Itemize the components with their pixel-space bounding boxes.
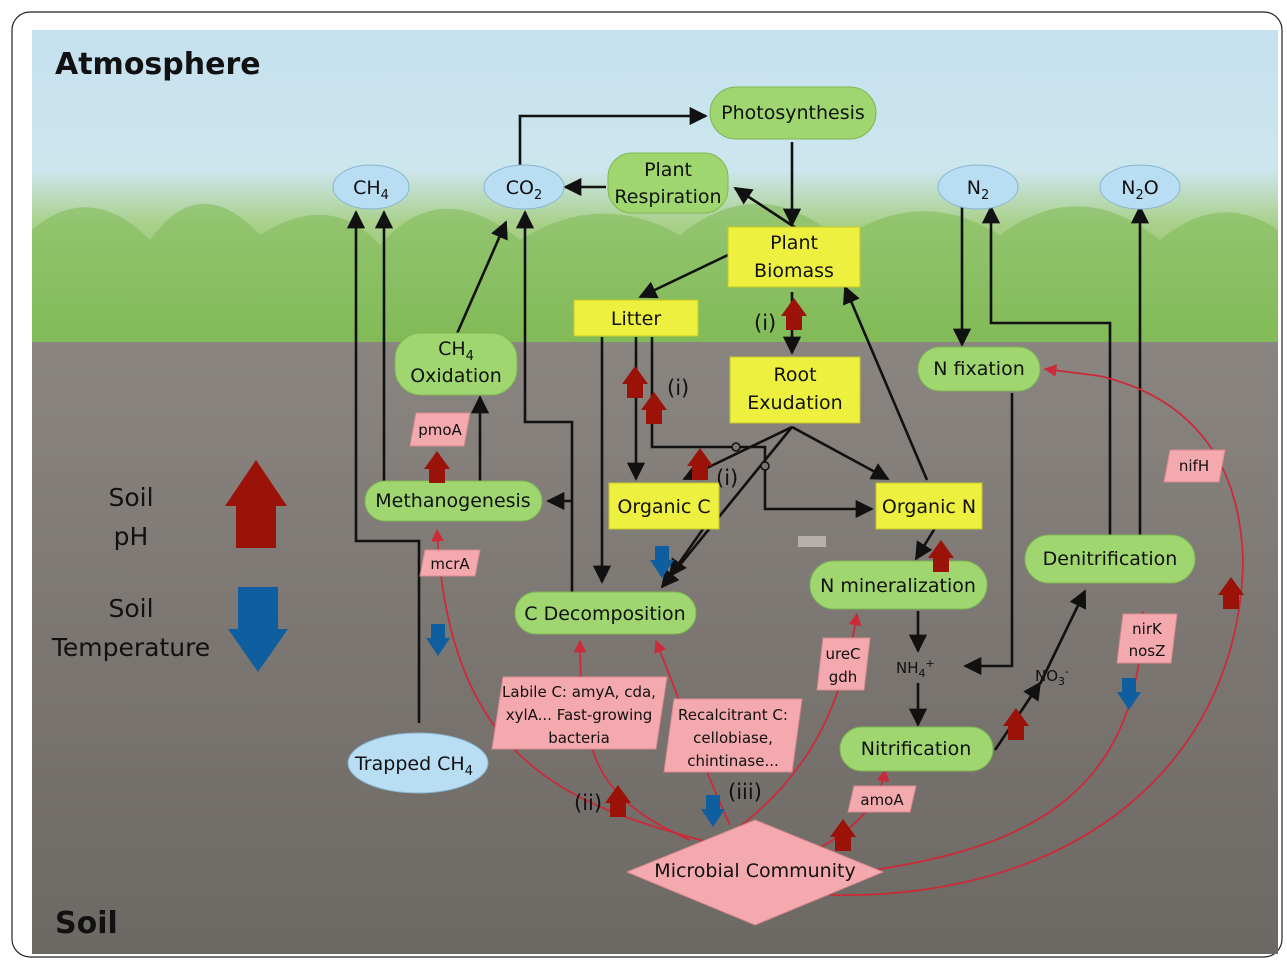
svg-text:Trapped CH4: Trapped CH4 — [354, 753, 473, 779]
svg-text:cellobiase,: cellobiase, — [693, 729, 773, 747]
soil-speck — [798, 536, 826, 547]
legend-temp-label-line2: Temperature — [51, 633, 210, 662]
svg-text:bacteria: bacteria — [548, 729, 610, 747]
svg-text:amoA: amoA — [860, 791, 904, 809]
urec-gdh-gene-label: ureC gdh — [816, 637, 871, 691]
svg-text:CO2: CO2 — [506, 177, 543, 203]
n2-gas: N2 — [937, 164, 1019, 210]
legend-ph-label-line2: pH — [114, 522, 149, 551]
organic-n-pool: Organic N — [875, 482, 983, 530]
svg-text:nifH: nifH — [1179, 457, 1209, 475]
plant-respiration-process: Plant Respiration — [607, 152, 729, 214]
svg-text:N2O: N2O — [1121, 177, 1158, 203]
svg-text:Biomass: Biomass — [754, 260, 834, 282]
svg-text:C Decomposition: C Decomposition — [524, 603, 685, 625]
atmosphere-label: Atmosphere — [55, 47, 261, 82]
marker-i-litter: (i) — [667, 376, 689, 400]
marker-i-biomass: (i) — [754, 311, 776, 335]
svg-text:Denitrification: Denitrification — [1043, 548, 1178, 570]
svg-text:Microbial Community: Microbial Community — [654, 860, 855, 882]
n2o-gas: N2O — [1099, 164, 1181, 210]
denitrification-process: Denitrification — [1024, 534, 1196, 584]
legend-temp-arrow — [228, 587, 288, 672]
nitrification-process: Nitrification — [839, 726, 994, 772]
svg-text:Organic N: Organic N — [882, 496, 976, 518]
ch4-gas: CH4 — [332, 164, 410, 210]
legend: Soil pH Soil Temperature — [51, 460, 288, 672]
amoa-gene-label: amoA — [847, 785, 917, 813]
svg-text:Respiration: Respiration — [614, 186, 721, 208]
mcra-gene-label: mcrA — [419, 549, 481, 577]
svg-text:N2: N2 — [967, 177, 990, 203]
svg-text:N mineralization: N mineralization — [820, 575, 976, 597]
organic-c-pool: Organic C — [608, 482, 720, 530]
legend-ph-label-line1: Soil — [108, 483, 153, 512]
co2-gas: CO2 — [483, 164, 565, 210]
microbial-community: Microbial Community — [625, 819, 885, 926]
svg-text:Root: Root — [773, 364, 816, 386]
root-exudation-pool: Root Exudation — [729, 356, 861, 424]
methanogenesis-process: Methanogenesis — [364, 480, 543, 522]
svg-text:nirK: nirK — [1132, 620, 1163, 638]
svg-text:Litter: Litter — [611, 308, 661, 330]
c-decomposition-process: C Decomposition — [514, 591, 697, 635]
marker-ii: (ii) — [574, 791, 602, 815]
nifh-gene-label: nifH — [1163, 449, 1226, 483]
svg-text:chintinase...: chintinase... — [687, 752, 779, 770]
plant-biomass-pool: Plant Biomass — [727, 226, 861, 288]
svg-text:Nitrification: Nitrification — [861, 738, 971, 760]
marker-i-organic-c: (i) — [716, 466, 738, 490]
svg-text:CH4: CH4 — [353, 177, 389, 203]
svg-text:N fixation: N fixation — [933, 358, 1025, 380]
svg-text:Exudation: Exudation — [747, 392, 842, 414]
svg-text:Oxidation: Oxidation — [410, 365, 502, 387]
svg-text:Plant: Plant — [644, 159, 692, 181]
legend-temp-label-line1: Soil — [108, 594, 153, 623]
crossing-marks — [731, 442, 770, 471]
labile-c-gene-label: Labile C: amyA, cda, xylA... Fast-growin… — [491, 676, 668, 750]
nh4-ion: NH4+ — [896, 657, 935, 680]
trapped-ch4-gas: Trapped CH4 — [347, 732, 489, 794]
svg-text:Plant: Plant — [770, 232, 818, 254]
svg-text:Recalcitrant C:: Recalcitrant C: — [678, 706, 788, 724]
soil-label: Soil — [55, 906, 118, 941]
svg-text:mcrA: mcrA — [430, 555, 470, 573]
flow-arrows — [346, 106, 1150, 751]
legend-ph-arrow — [225, 460, 287, 548]
n-fixation-process: N fixation — [917, 346, 1041, 392]
svg-text:nosZ: nosZ — [1129, 642, 1166, 660]
svg-text:Photosynthesis: Photosynthesis — [721, 102, 865, 124]
svg-text:CH4: CH4 — [438, 338, 474, 364]
litter-pool: Litter — [573, 299, 699, 337]
ch4-oxidation-process: CH4 Oxidation — [394, 332, 518, 396]
n-mineralization-process: N mineralization — [809, 560, 988, 610]
photosynthesis-process: Photosynthesis — [709, 86, 877, 140]
svg-text:Labile C: amyA, cda,: Labile C: amyA, cda, — [502, 683, 656, 701]
svg-text:ureC: ureC — [825, 645, 860, 663]
svg-text:gdh: gdh — [829, 668, 858, 686]
pmoa-gene-label: pmoA — [409, 412, 471, 447]
svg-text:Methanogenesis: Methanogenesis — [375, 490, 530, 512]
temperature-effect-arrows — [426, 546, 1141, 827]
marker-iii: (iii) — [728, 780, 762, 804]
svg-text:pmoA: pmoA — [418, 421, 462, 439]
grass-strip — [32, 203, 1278, 342]
recalcitrant-c-gene-label: Recalcitrant C: cellobiase, chintinase..… — [663, 698, 803, 773]
svg-text:Organic C: Organic C — [617, 496, 710, 518]
nirk-nosz-gene-label: nirK nosZ — [1116, 613, 1178, 664]
ph-effect-arrows — [424, 298, 1244, 851]
svg-text:xylA... Fast-growing: xylA... Fast-growing — [506, 706, 653, 724]
no3-ion: NO3- — [1035, 665, 1069, 688]
